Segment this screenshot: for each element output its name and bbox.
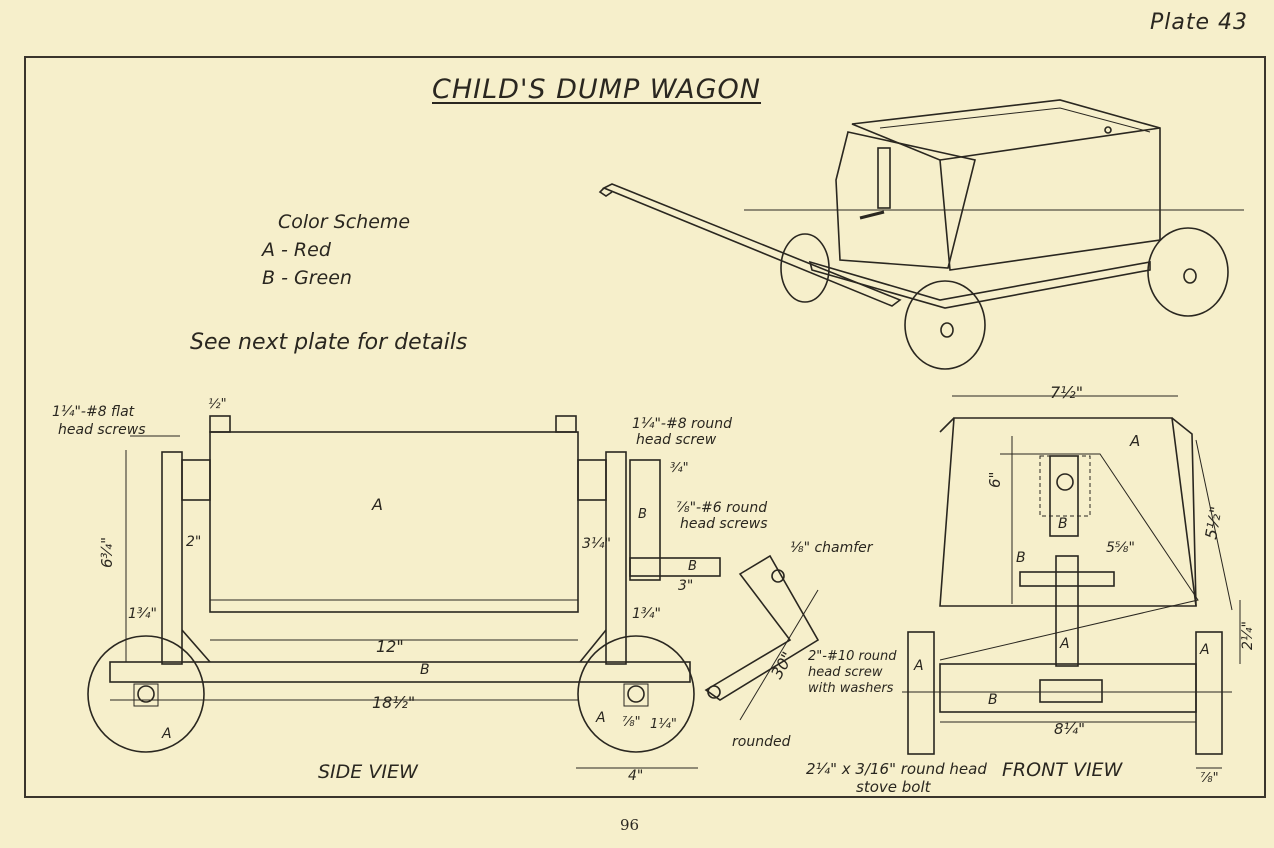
- rounded-label: rounded: [732, 734, 791, 750]
- color-scheme-legend: Color Scheme A - Red B - Green: [262, 208, 410, 292]
- screw-10-label: 2"-#10 round: [808, 649, 897, 664]
- wagon-frame-front: [939, 663, 1197, 713]
- box-front-part-a: A: [1129, 432, 1140, 450]
- dim-7-8-front: ⅞": [1200, 771, 1219, 786]
- front-view-labels: 7½" 6" 5½" 5⅝" 2¼" 8¼" ⅞" 2"-#10 round h…: [806, 383, 1256, 796]
- dim-6-inch: 6": [986, 472, 1004, 488]
- right-wheel-front: [1195, 631, 1223, 755]
- side-view-caption: SIDE VIEW: [318, 761, 419, 783]
- dim-1-1-4: 1¼": [650, 717, 677, 732]
- dim-12-inch: 12": [376, 637, 404, 656]
- front-part-b-axle: B: [1016, 550, 1026, 566]
- side-view: [87, 415, 820, 769]
- dim-half-inch: ½": [208, 397, 227, 412]
- flat-screws-label: 1¼"-#8 flat: [52, 404, 135, 420]
- round-screw-label: 1¼"-#8 round: [632, 416, 732, 432]
- left-wheel-side: [87, 635, 205, 753]
- screw-10-label-2: head screw: [808, 665, 883, 680]
- front-part-b-frame: B: [988, 692, 998, 708]
- rear-wheel-iso: [1147, 227, 1229, 317]
- dim-5-1-2: 5½": [1201, 505, 1225, 541]
- right-wheel-side: [577, 635, 695, 753]
- wagon-box-side: [209, 431, 579, 613]
- dim-1-3-4-right: 1¾": [632, 606, 661, 622]
- stove-bolt-label: 2¼" x 3/16" round head: [806, 760, 987, 778]
- front-wheel-a-right: A: [1199, 642, 1210, 658]
- dim-2-inch: 2": [186, 534, 201, 550]
- front-wheel-iso: [904, 280, 986, 370]
- dim-3-inch: 3": [678, 578, 693, 594]
- dim-3-4: ¾": [670, 461, 689, 476]
- dim-7-1-2: 7½": [1050, 383, 1083, 402]
- drawing-frame: [24, 56, 1266, 798]
- box-part-a: A: [371, 495, 383, 514]
- legend-heading: Color Scheme: [278, 211, 411, 233]
- left-wheel-front: [907, 631, 935, 755]
- front-part-a-post: A: [1059, 636, 1070, 652]
- upright-part-b: B: [638, 507, 647, 522]
- tongue-part-b: B: [688, 559, 697, 574]
- front-view-caption: FRONT VIEW: [1002, 759, 1124, 781]
- stove-bolt-label-2: stove bolt: [856, 778, 932, 796]
- front-wheel-a-left: A: [913, 658, 924, 674]
- dim-6-3-4: 6¾": [98, 537, 116, 568]
- wheel-part-a-right: A: [595, 710, 606, 726]
- dim-2-1-4: 2¼": [1240, 621, 1256, 650]
- frame-part-b: B: [420, 662, 430, 678]
- dim-18-1-2: 18½": [372, 693, 415, 712]
- small-screws-label: ⅞"-#6 round: [676, 500, 767, 516]
- wagon-box-front: [939, 417, 1197, 607]
- isometric-wagon-sketch: [598, 99, 1244, 370]
- small-screws-label-2: head screws: [680, 516, 768, 532]
- side-view-labels: 1¼"-#8 flat head screws 1¼"-#8 round hea…: [52, 397, 874, 784]
- dim-7-8-side: ⅞": [622, 715, 641, 730]
- legend-item-a: A - Red: [262, 239, 331, 261]
- drawing-title: CHILD'S DUMP WAGON: [432, 74, 762, 105]
- plate-number: Plate 43: [1150, 10, 1249, 35]
- dim-4-inch: 4": [628, 768, 643, 784]
- page-number: 96: [620, 816, 640, 834]
- dim-8-1-4: 8¼": [1054, 720, 1085, 738]
- round-screw-label-2: head screw: [636, 432, 717, 448]
- legend-item-b: B - Green: [262, 267, 352, 289]
- dim-1-3-4-left: 1¾": [128, 606, 157, 622]
- dim-3-1-4: 3¼": [582, 536, 611, 552]
- wheel-part-a-left: A: [161, 726, 172, 742]
- dim-30-inch: 30": [767, 648, 797, 682]
- dim-5-8: 5⅝": [1106, 540, 1135, 556]
- see-next-plate-note: See next plate for details: [190, 330, 468, 355]
- screw-10-label-3: with washers: [808, 681, 894, 696]
- chamfer-label: ⅛" chamfer: [790, 540, 874, 556]
- front-view: [902, 395, 1241, 769]
- front-part-b-upper: B: [1058, 516, 1068, 532]
- flat-screws-label-2: head screws: [58, 422, 146, 438]
